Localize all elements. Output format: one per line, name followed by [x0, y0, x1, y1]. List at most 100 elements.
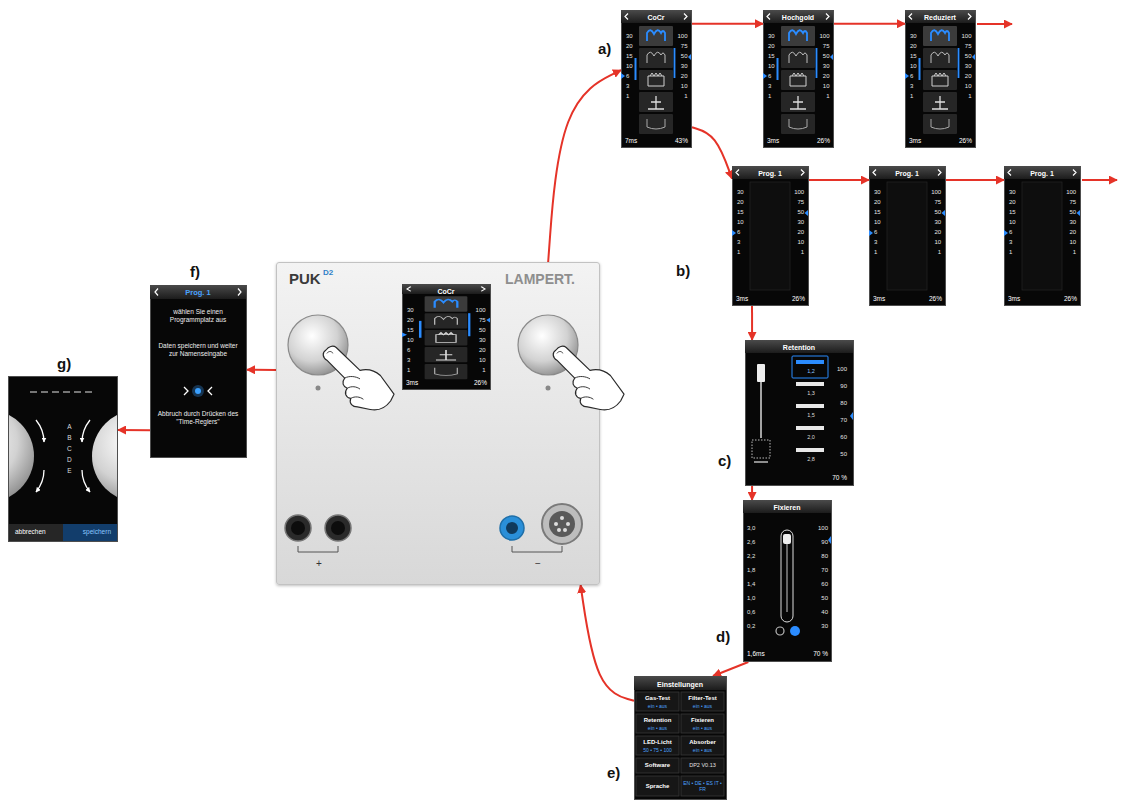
- device-controls: [298, 546, 338, 552]
- save-screen-art: [195, 388, 201, 394]
- setting-name: Software: [636, 762, 679, 769]
- save-screen-art: [150, 285, 246, 299]
- device-controls: [291, 521, 305, 535]
- name-entry-art: [92, 410, 117, 502]
- save-screen-art: [192, 385, 204, 397]
- name-entry-art: [63, 524, 117, 541]
- flow-arrow: [118, 429, 150, 431]
- step-letter: b): [676, 262, 690, 279]
- device-controls: [512, 546, 562, 552]
- display-screen: A B C D Eabbrechenspeichern: [8, 376, 118, 542]
- device-controls: [506, 522, 518, 534]
- power-value: 26%: [792, 295, 805, 303]
- screen-title: Prog. 1: [733, 169, 807, 178]
- name-entry-art: [36, 470, 44, 492]
- save-screen-art: [150, 285, 246, 397]
- display-screen: Prog. 1 wählen Sie einen Programmplatz au…: [150, 285, 247, 458]
- retention-screen-art: [752, 440, 770, 458]
- pulse-time: 3ms: [909, 137, 921, 145]
- flow-arrow: [751, 306, 753, 340]
- display-screen: Reduziert30 20 15 10 6 3 1100 75 50 30 2…: [905, 10, 976, 148]
- scale-values: 100 75 50 30 20 10 1: [794, 187, 804, 257]
- device-controls: [325, 515, 351, 541]
- screen-title: CoCr: [622, 13, 690, 22]
- option-values: EN • DE • ES IT • FR: [681, 780, 724, 792]
- name-entry-art: [30, 391, 96, 393]
- continue-arrow: [977, 23, 1012, 25]
- scale-values: 30 20 15 10 6 3 1: [407, 305, 414, 375]
- name-entry-art: [82, 470, 90, 492]
- screen-title: Prog. 1: [151, 288, 245, 297]
- fixing-screen-art: [743, 500, 831, 636]
- display-screen: Prog. 130 20 15 10 6 3 1100 75 50 30 20 …: [869, 166, 946, 306]
- fixing-screen-art: [783, 534, 791, 544]
- pulse-time: 1,6ms: [747, 650, 765, 658]
- settings-screen-art: [681, 736, 724, 755]
- retention-screen-art: [760, 382, 762, 438]
- fixing-screen-art: [790, 626, 800, 636]
- settings-screen-art: [634, 676, 726, 690]
- electrode-size: 1,5: [792, 412, 830, 419]
- device-controls: [563, 528, 567, 532]
- scale-values: 100 75 50 30 20 10 1: [961, 31, 971, 101]
- name-entry-art: [9, 524, 63, 541]
- device-controls: [288, 315, 348, 375]
- name-entry-art: [9, 410, 117, 502]
- scale-values: 100 90 80 70 60 50 40 30: [818, 521, 828, 633]
- instruction-text: wählen Sie einen Programmplatz aus: [156, 308, 240, 324]
- display-screen: Hochgold30 20 15 10 6 3 1100 75 50 30 20…: [763, 10, 834, 148]
- scale-values: 30 20 15 10 6 3 1: [874, 187, 881, 257]
- device-front-panel: PUKD2LAMPERT.+−CoCr30 20 15 10 6 3 1100 …: [276, 262, 600, 585]
- flow-arrow: [751, 486, 753, 500]
- device-controls: [549, 511, 575, 537]
- device-controls: [285, 315, 624, 552]
- screen-art: [621, 10, 691, 134]
- brand-logo: PUK: [289, 269, 321, 288]
- scale-values: 100 75 50 30 20 10 1: [677, 31, 687, 101]
- setting-name: Absorber: [681, 739, 724, 746]
- setting-name: Sprache: [636, 783, 679, 790]
- screen-art: [869, 166, 945, 290]
- screen-art: [905, 10, 975, 134]
- device-controls: [331, 521, 345, 535]
- save-screen-art: [155, 289, 241, 296]
- instruction-text: Daten speichern und weiter zur Namensein…: [156, 342, 240, 358]
- scale-values: 100 75 50 30 20 10 1: [1066, 187, 1076, 257]
- retention-screen-art: [796, 426, 824, 430]
- option-values: 50 • 75 • 100: [636, 747, 679, 753]
- settings-screen-art: [681, 776, 724, 796]
- flow-arrow: [946, 179, 1004, 181]
- electrode-size: 1,2: [792, 368, 830, 375]
- settings-screen-art: [636, 714, 679, 733]
- display-screen: Prog. 1 30 20 15 10 6 3 1 100 75 50 30 20 …: [732, 166, 809, 306]
- flow-arrow: [548, 70, 621, 262]
- device-controls: [285, 515, 311, 541]
- electrode-size: 2,8: [792, 456, 830, 463]
- scale-values: 100 75 50 30 20 10 1: [819, 31, 829, 101]
- display-screen: EinstellungenGas-Testein • ausFilter-Tes…: [634, 676, 727, 800]
- scale-values: 100 75 50 30 20 10 1: [476, 305, 486, 375]
- flow-arrow: [834, 23, 905, 25]
- scale-values: 30 20 15 10 6 3 1: [910, 31, 917, 101]
- flow-arrow: [692, 127, 732, 178]
- screen-title: Prog. 1: [1005, 169, 1079, 178]
- screen-art: [402, 284, 490, 379]
- scale-values: 30 20 15 10 6 3 1: [737, 187, 744, 257]
- device-controls: [566, 522, 570, 526]
- model-mark: D2: [323, 268, 333, 278]
- polarity-sign: −: [528, 557, 548, 570]
- screen-art: [732, 166, 808, 290]
- scale-values: 3,0 2,6 2,2 1,8 1,4 1,0 0,6 0,2: [747, 521, 755, 633]
- option-values: ein • aus: [681, 747, 724, 753]
- name-entry-art: [9, 410, 34, 502]
- power-value: 26%: [929, 295, 942, 303]
- scale-values: 100 75 50 30 20 10 1: [931, 187, 941, 257]
- scale-values: 30 20 15 10 6 3 1: [1009, 187, 1016, 257]
- step-letter: e): [607, 764, 620, 781]
- maker-logo: LAMPERT.: [505, 270, 575, 288]
- settings-screen-art: [636, 736, 679, 755]
- fixing-screen-art: [828, 536, 831, 544]
- pulse-time: 3ms: [767, 137, 779, 145]
- flow-arrow: [581, 585, 634, 701]
